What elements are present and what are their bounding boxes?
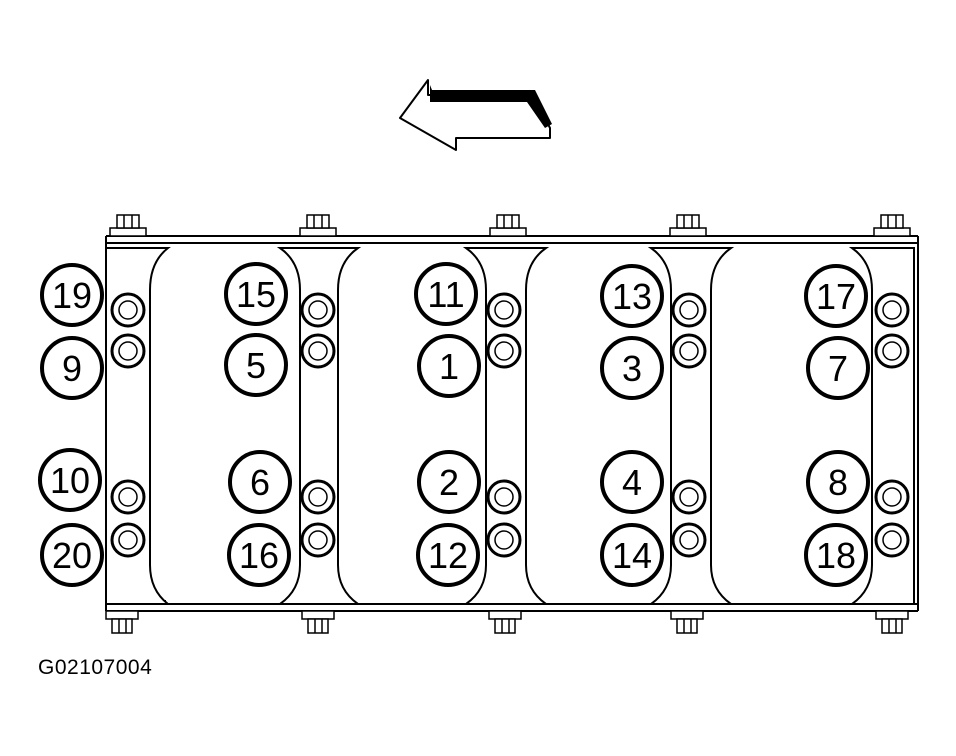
sequence-callout: 18 (804, 523, 868, 587)
sequence-callout: 13 (600, 264, 664, 328)
sequence-number: 6 (250, 462, 270, 503)
cap-bolt-icon (300, 333, 336, 369)
figure-code: G02107004 (38, 656, 153, 679)
sequence-callout: 15 (224, 262, 288, 326)
cap-bolt-icon (874, 522, 910, 558)
sequence-number: 17 (816, 276, 856, 317)
sequence-number: 3 (622, 348, 642, 389)
cap-bolts (110, 292, 910, 558)
side-bolt-icon (488, 610, 522, 634)
side-bolts-top (109, 214, 911, 237)
side-bolt-icon (105, 610, 139, 634)
sequence-number: 10 (50, 460, 90, 501)
sequence-callout: 7 (806, 336, 870, 400)
sequence-callout: 2 (417, 450, 481, 514)
side-bolt-icon (299, 214, 337, 237)
cap-bolt-icon (671, 479, 707, 515)
direction-arrow-icon (399, 79, 552, 151)
cap-bolt-icon (874, 292, 910, 328)
sequence-number: 18 (816, 535, 856, 576)
sequence-number: 13 (612, 276, 652, 317)
sequence-number: 20 (52, 535, 92, 576)
cap-bolt-icon (110, 333, 146, 369)
sequence-callout: 3 (600, 336, 664, 400)
sequence-callout: 6 (228, 450, 292, 514)
sequence-callout: 10 (38, 448, 102, 512)
sequence-callout: 14 (600, 523, 664, 587)
side-bolt-icon (875, 610, 909, 634)
cap-bolt-icon (671, 292, 707, 328)
cap-bolt-icon (110, 522, 146, 558)
cap-bolt-icon (874, 333, 910, 369)
sequence-callout: 19 (40, 263, 104, 327)
bearing-cap (462, 247, 550, 605)
sequence-callout: 1 (417, 334, 481, 398)
sequence-number: 4 (622, 462, 642, 503)
sequence-callout: 11 (414, 262, 478, 326)
sequence-number: 1 (439, 346, 459, 387)
cap-bolt-icon (671, 333, 707, 369)
sequence-number: 2 (439, 462, 459, 503)
sequence-number: 8 (828, 462, 848, 503)
cap-bolt-icon (671, 522, 707, 558)
sequence-callout: 5 (224, 333, 288, 397)
sequence-number: 9 (62, 348, 82, 389)
sequence-number: 15 (236, 274, 276, 315)
sequence-callout: 8 (806, 450, 870, 514)
sequence-callout: 20 (40, 523, 104, 587)
sequence-number: 12 (428, 535, 468, 576)
cap-bolt-icon (486, 333, 522, 369)
cap-bolt-icon (300, 522, 336, 558)
sequence-callout: 16 (227, 523, 291, 587)
sequence-callout: 12 (416, 523, 480, 587)
cap-bolt-icon (486, 522, 522, 558)
sequence-number: 19 (52, 275, 92, 316)
sequence-callout: 9 (40, 336, 104, 400)
side-bolt-icon (669, 214, 707, 237)
sequence-number: 5 (246, 345, 266, 386)
sequence-number: 11 (427, 274, 464, 315)
sequence-number: 16 (239, 535, 279, 576)
cap-bolt-icon (486, 479, 522, 515)
sequence-number: 7 (828, 348, 848, 389)
side-bolts-bottom (105, 610, 909, 634)
sequence-callout: 17 (804, 264, 868, 328)
sequence-callouts: 19 9 10 20 15 5 6 16 11 1 2 12 13 3 4 14… (38, 262, 870, 587)
bearing-cap (647, 247, 735, 605)
side-bolt-icon (489, 214, 527, 237)
cap-bolt-icon (300, 479, 336, 515)
side-bolt-icon (670, 610, 704, 634)
cap-bolt-icon (486, 292, 522, 328)
cap-bolt-icon (300, 292, 336, 328)
side-bolt-icon (873, 214, 911, 237)
cap-bolt-icon (874, 479, 910, 515)
bearing-cap (276, 247, 362, 605)
side-bolt-icon (301, 610, 335, 634)
sequence-number: 14 (612, 535, 652, 576)
cap-bolt-icon (110, 479, 146, 515)
side-bolt-icon (109, 214, 147, 237)
sequence-callout: 4 (600, 450, 664, 514)
cap-bolt-icon (110, 292, 146, 328)
bearing-caps (105, 247, 915, 605)
